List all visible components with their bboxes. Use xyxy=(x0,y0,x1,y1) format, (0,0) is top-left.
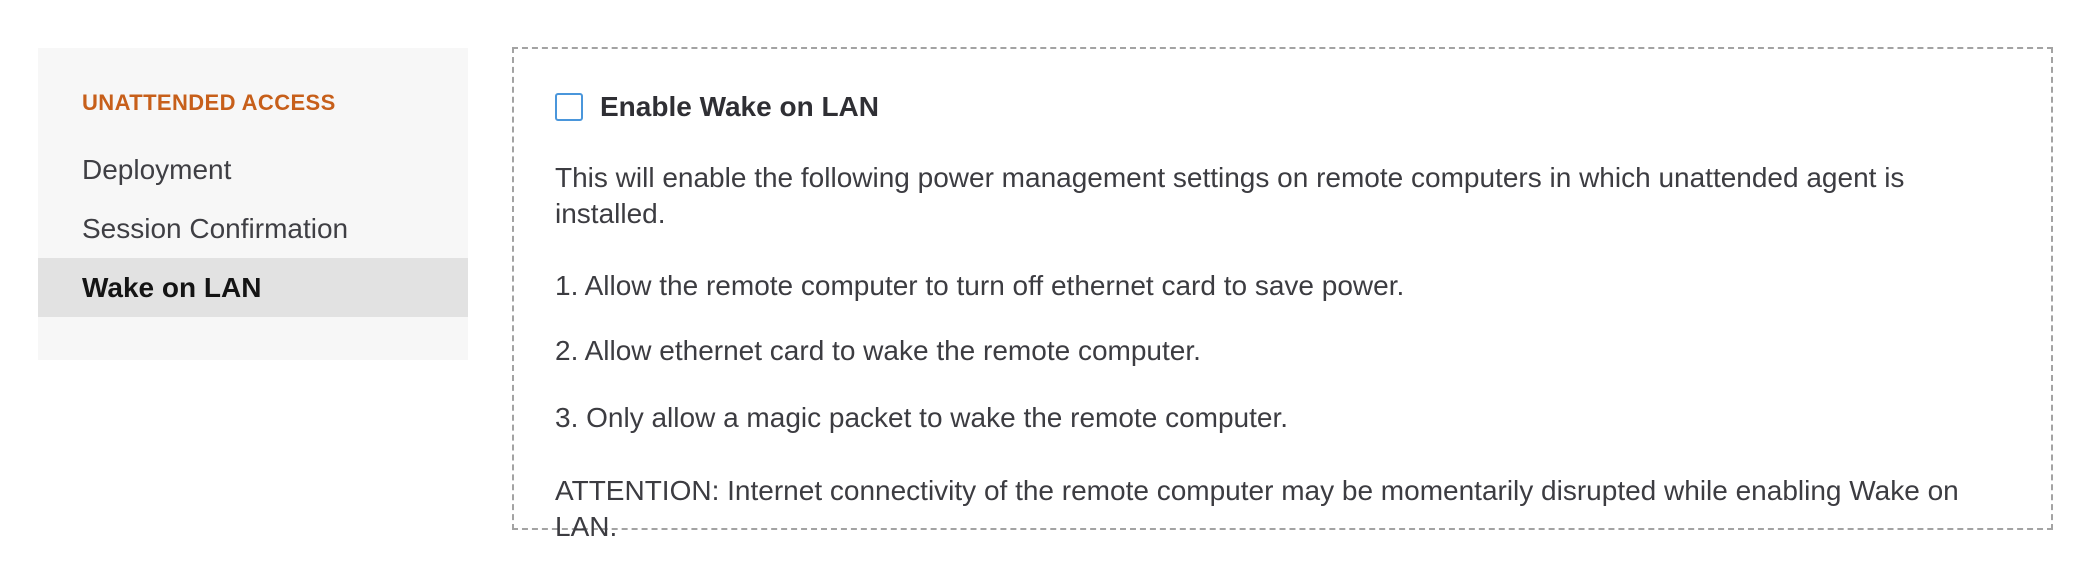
wake-on-lan-description: This will enable the following power man… xyxy=(555,162,1905,229)
wake-on-lan-setting-item-3: 3. Only allow a magic packet to wake the… xyxy=(555,402,1289,433)
sidebar-section-title: UNATTENDED ACCESS xyxy=(82,90,336,115)
sidebar-item-label: Deployment xyxy=(82,153,232,185)
wake-on-lan-settings-panel: Enable Wake on LAN This will enable the … xyxy=(512,47,2053,542)
settings-sidebar: UNATTENDED ACCESS Deployment Session Con… xyxy=(38,48,468,360)
enable-wake-on-lan-label[interactable]: Enable Wake on LAN xyxy=(600,91,880,122)
sidebar-item-session-confirmation[interactable]: Session Confirmation xyxy=(38,199,468,258)
wake-on-lan-attention-note: ATTENTION: Internet connectivity of the … xyxy=(555,475,1959,542)
sidebar-item-deployment[interactable]: Deployment xyxy=(38,140,468,199)
enable-wake-on-lan-checkbox[interactable] xyxy=(555,93,583,121)
sidebar-item-label: Wake on LAN xyxy=(82,271,262,303)
sidebar-item-label: Session Confirmation xyxy=(82,212,349,244)
wake-on-lan-setting-item-2: 2. Allow ethernet card to wake the remot… xyxy=(555,335,1201,366)
enable-wake-on-lan-row: Enable Wake on LAN xyxy=(555,90,2011,124)
sidebar-item-wake-on-lan[interactable]: Wake on LAN xyxy=(38,258,468,317)
wake-on-lan-setting-item-1: 1. Allow the remote computer to turn off… xyxy=(555,270,1405,301)
